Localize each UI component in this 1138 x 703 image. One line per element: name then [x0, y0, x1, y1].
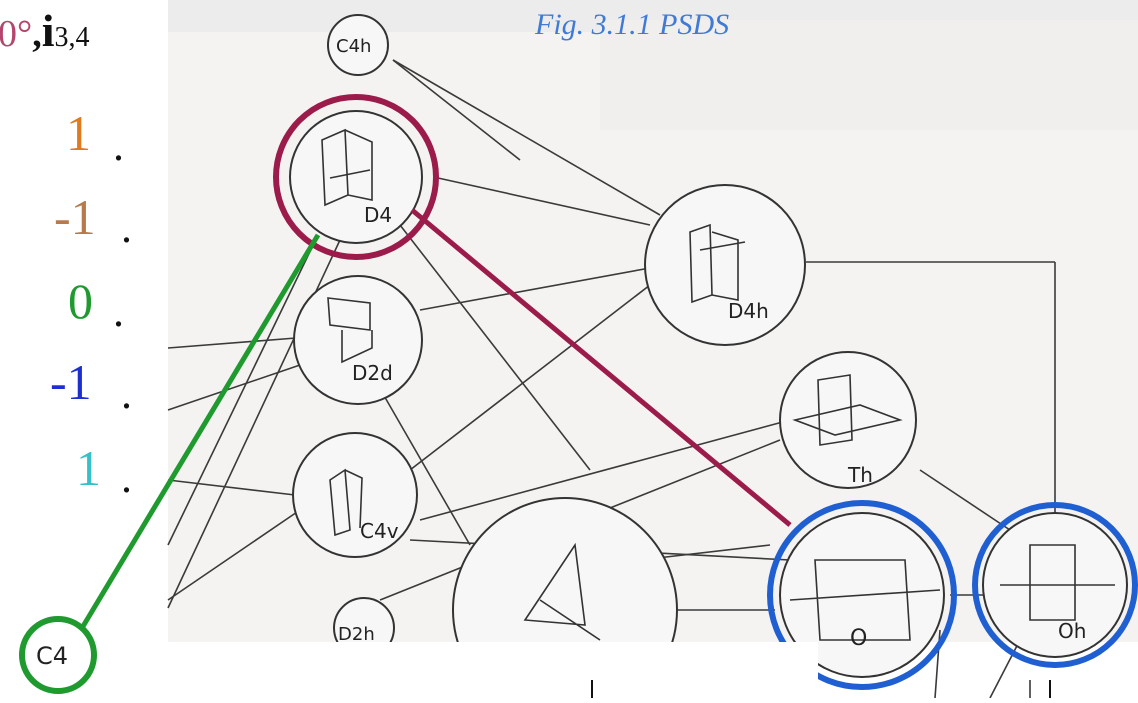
- node-c4v-circle: [292, 432, 418, 558]
- d4-highlight-ring: [273, 94, 439, 260]
- d2d-glyph: [327, 297, 373, 364]
- node-d4h-label: D4h: [728, 299, 769, 323]
- c4v-glyph: [329, 468, 363, 537]
- value-dot-4: .: [121, 369, 132, 418]
- scan-shade-patch: [600, 20, 1138, 130]
- figure-caption: Fig. 3.1.1 PSDS: [535, 8, 730, 41]
- lower-center-glyph: [523, 542, 601, 641]
- node-d4-circle: [289, 110, 423, 244]
- d4-to-c4-connector: [79, 233, 321, 630]
- d4-glyph: [321, 128, 373, 207]
- node-d2d-label: D2d: [352, 361, 393, 385]
- node-o-label: O: [850, 626, 867, 651]
- header-angle: 0°: [0, 13, 33, 55]
- value-row-1: 1: [66, 105, 91, 161]
- header-subscript: 3,4: [54, 22, 90, 53]
- oh-highlight-ring: [972, 502, 1138, 668]
- th-glyph: [792, 374, 903, 446]
- o-highlight-ring: [767, 500, 957, 690]
- d4h-glyph: [689, 223, 746, 304]
- node-th-circle: [779, 351, 917, 489]
- node-c4h-label: C4h: [336, 36, 371, 57]
- o-glyph: [789, 559, 941, 641]
- value-row-2: -1: [54, 189, 96, 245]
- node-c4-circle: [19, 616, 97, 694]
- node-oh-label: Oh: [1058, 619, 1086, 643]
- header-comma: ,: [32, 13, 42, 55]
- value-dot-1: .: [113, 121, 124, 170]
- left-header: 0°,i3,4: [0, 8, 89, 54]
- header-symbol: i: [41, 5, 55, 56]
- oh-glyph: [1000, 544, 1115, 621]
- value-dot-2: .: [121, 203, 132, 252]
- d4-to-o-connector: [410, 208, 792, 527]
- value-dot-5: .: [121, 453, 132, 502]
- node-d4h-circle: [644, 184, 806, 346]
- bottom-whitespace: [168, 642, 818, 698]
- node-d2h-label: D2h: [338, 624, 375, 645]
- value-row-5: 1: [76, 440, 101, 496]
- node-th-label: Th: [847, 463, 873, 487]
- node-c4-label: C4: [36, 642, 68, 670]
- node-d2d-circle: [293, 275, 423, 405]
- value-row-3: 0: [68, 273, 93, 329]
- value-dot-3: .: [113, 287, 124, 336]
- node-c4h-circle: [327, 14, 389, 76]
- value-row-4: -1: [50, 354, 92, 410]
- node-d4-label: D4: [364, 203, 392, 227]
- node-c4v-label: C4v: [360, 519, 399, 543]
